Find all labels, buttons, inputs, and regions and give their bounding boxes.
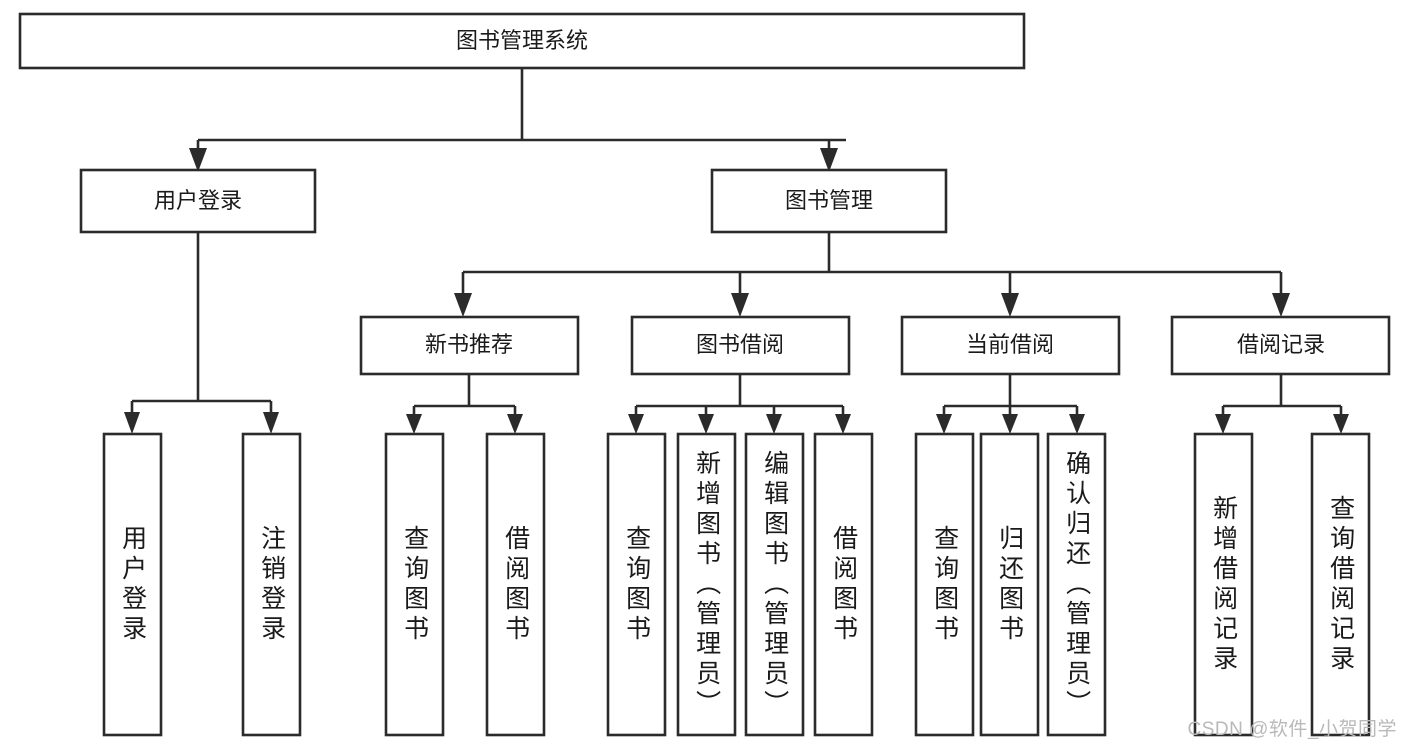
node-new-book-recommend-label: 新书推荐: [425, 332, 513, 357]
leaf-query-book-3-box[interactable]: [914, 432, 975, 737]
arrow-br-b-icon: [1333, 414, 1349, 434]
node-borrow-record-box[interactable]: [1170, 315, 1391, 376]
arrow-user-login-a-icon: [124, 412, 140, 434]
arrow-cb-b-icon: [1002, 414, 1018, 434]
arrow-bm-to-new-book-icon: [454, 293, 472, 317]
node-new-book-recommend[interactable]: 新书推荐: [359, 315, 580, 376]
arrow-br-a-icon: [1215, 414, 1231, 434]
arrow-bb-b-icon: [698, 414, 714, 434]
arrow-bm-to-current-borrow-icon: [1001, 293, 1019, 317]
connector-group-book-management: [454, 232, 1290, 317]
node-root-label: 图书管理系统: [456, 28, 588, 53]
arrow-root-to-user-login-icon: [189, 148, 207, 172]
connector-group-new-book-recommend: [406, 374, 523, 434]
connector-group-user-login: [124, 232, 279, 434]
node-book-management[interactable]: 图书管理: [710, 168, 948, 234]
node-book-borrow-box[interactable]: [630, 315, 851, 376]
node-book-management-box[interactable]: [710, 168, 948, 234]
node-borrow-record[interactable]: 借阅记录: [1170, 315, 1391, 376]
node-user-login-box[interactable]: [79, 168, 317, 234]
leaf-borrow-book-1-box[interactable]: [485, 432, 546, 737]
connector-group-current-borrow: [936, 374, 1085, 434]
connector-group-root: [189, 68, 846, 172]
arrow-nbr-a-icon: [406, 414, 422, 434]
arrow-root-to-book-management-icon: [820, 148, 838, 172]
arrow-bb-d-icon: [835, 414, 851, 434]
leaf-confirm-return-box[interactable]: [1046, 432, 1107, 737]
arrow-bm-to-borrow-record-icon: [1272, 293, 1290, 317]
arrow-bb-a-icon: [628, 414, 644, 434]
node-root-box[interactable]: [18, 12, 1026, 70]
arrow-bm-to-book-borrow-icon: [731, 293, 749, 317]
node-borrow-record-label: 借阅记录: [1237, 332, 1325, 357]
node-book-borrow-label: 图书借阅: [696, 332, 784, 357]
node-current-borrow-label: 当前借阅: [966, 332, 1054, 357]
arrow-nbr-b-icon: [507, 414, 523, 434]
leaf-query-borrow-record-box[interactable]: [1310, 432, 1371, 737]
leaf-add-book-admin-box[interactable]: [676, 432, 737, 737]
leaf-return-book-box[interactable]: [979, 432, 1040, 737]
leaf-logout-login-box[interactable]: [241, 432, 302, 737]
node-current-borrow[interactable]: 当前借阅: [900, 315, 1121, 376]
node-current-borrow-box[interactable]: [900, 315, 1121, 376]
leaf-user-login-box[interactable]: [102, 432, 163, 737]
node-user-login[interactable]: 用户登录: [79, 168, 317, 234]
leaf-query-book-1-box[interactable]: [384, 432, 445, 737]
leaf-edit-book-admin-box[interactable]: [744, 432, 805, 737]
node-new-book-recommend-box[interactable]: [359, 315, 580, 376]
node-book-management-label: 图书管理: [785, 188, 873, 213]
arrow-user-login-b-icon: [263, 412, 279, 434]
csdn-watermark: CSDN @软件_小贺同学: [1187, 719, 1397, 740]
arrow-cb-a-icon: [936, 414, 952, 434]
leaf-borrow-book-2-box[interactable]: [813, 432, 874, 737]
connector-group-book-borrow: [628, 374, 851, 434]
node-root[interactable]: 图书管理系统: [18, 12, 1026, 70]
node-book-borrow[interactable]: 图书借阅: [630, 315, 851, 376]
node-user-login-label: 用户登录: [154, 188, 242, 213]
arrow-cb-c-icon: [1069, 414, 1085, 434]
leaf-boxes-group: [102, 432, 1371, 737]
arrow-bb-c-icon: [766, 414, 782, 434]
leaf-add-borrow-record-box[interactable]: [1193, 432, 1254, 737]
leaf-query-book-2-box[interactable]: [606, 432, 667, 737]
connector-group-borrow-record: [1215, 374, 1349, 434]
